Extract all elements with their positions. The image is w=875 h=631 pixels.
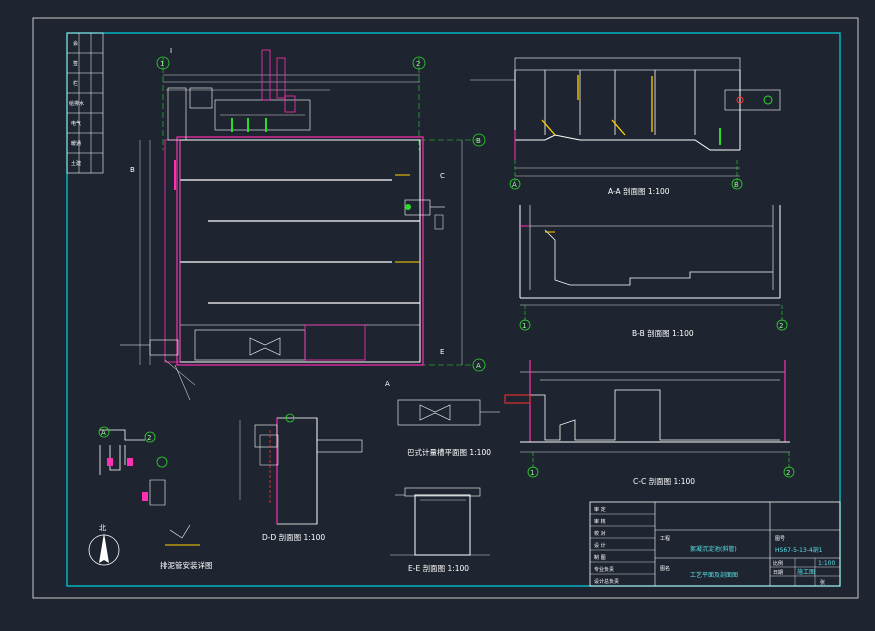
caption-bb: B-B 剖面图 1:100 <box>632 328 694 338</box>
tb-row-1: 审 核 <box>594 518 606 525</box>
revision-cell-3: 给排水 <box>69 100 84 107</box>
parshall-flume-plan: 巴式计量槽平面图 1:100 <box>397 399 500 457</box>
caption-ee: E-E 剖面图 1:100 <box>408 563 469 573</box>
section-mark-c: C <box>440 172 445 180</box>
revision-cell-5: 暖通 <box>71 140 81 147</box>
aa-axis-a: A <box>512 181 517 189</box>
aa-axis-b: B <box>734 181 739 189</box>
tb-row-3: 设 计 <box>594 542 606 549</box>
revision-cell-6: 土建 <box>71 160 81 167</box>
section-mark-b: B <box>130 166 135 174</box>
tb-drawing-no-label: 图号 <box>775 536 785 542</box>
tank-wall-outline <box>176 136 424 366</box>
axis-bubble-2 <box>412 56 426 70</box>
tb-date-value: 施工图 <box>797 568 815 576</box>
revision-cell-1: 签 <box>73 60 78 67</box>
section-mark-e: E <box>440 348 444 356</box>
bb-axis-1: 1 <box>522 322 526 330</box>
tb-sheet-title: 工艺平面及剖面图 <box>690 571 738 579</box>
revision-cell-0: 会 <box>73 40 78 47</box>
section-dd: D-D 剖面图 1:100 <box>239 413 363 542</box>
tb-unit-name: 絮凝沉淀池(斜管) <box>690 545 737 553</box>
axis-bubble-1 <box>156 56 170 70</box>
section-aa: A B A-A 剖面图 1:100 <box>470 57 781 196</box>
tb-row-6: 设计总负责 <box>594 578 619 585</box>
pipe-detail: A 2 排泥管安装详图 <box>98 426 213 570</box>
axis-label-b: B <box>476 137 481 145</box>
caption-plan-small: 巴式计量槽平面图 1:100 <box>407 447 491 457</box>
tb-scale-label: 比例 <box>773 560 783 567</box>
tb-name-label: 图名 <box>660 565 670 572</box>
north-label: 北 <box>99 524 106 532</box>
cc-axis-1: 1 <box>530 469 534 477</box>
tb-date-label: 日期 <box>773 570 783 576</box>
section-mark-i: I <box>170 47 172 55</box>
axis-bubble-b <box>472 133 486 147</box>
north-arrow: 北 <box>88 524 120 566</box>
section-cc: 1 2 C-C 剖面图 1:100 <box>504 360 795 486</box>
axis-label-a: A <box>476 362 481 370</box>
title-block: 审 定 审 核 校 对 设 计 制 图 专业负责 设计总负责 工程 絮凝沉淀池(… <box>589 501 841 587</box>
axis-label-2: 2 <box>416 60 420 68</box>
caption-aa: A-A 剖面图 1:100 <box>608 186 670 196</box>
pipe-axis-2: 2 <box>147 434 151 442</box>
bb-axis-2: 2 <box>779 322 783 330</box>
cc-axis-2: 2 <box>786 469 790 477</box>
caption-dd: D-D 剖面图 1:100 <box>262 532 325 542</box>
tb-row-4: 制 图 <box>594 554 606 561</box>
revision-cell-2: 栏 <box>73 80 78 87</box>
pipe-axis-a: A <box>101 429 106 437</box>
revision-table: 会 签 栏 给排水 电气 暖通 土建 <box>66 32 104 174</box>
revision-cell-4: 电气 <box>71 120 81 127</box>
caption-cc: C-C 剖面图 1:100 <box>633 476 695 486</box>
caption-pipe-detail: 排泥管安装详图 <box>160 560 213 570</box>
tb-sheet-label: 张 <box>820 579 825 586</box>
tb-scale-value: 1:100 <box>818 560 835 567</box>
tb-project-label: 工程 <box>660 535 670 542</box>
axis-bubble-a <box>472 358 486 372</box>
section-mark-a: A <box>385 380 390 388</box>
plan-view: 1 2 B A <box>120 47 486 401</box>
tb-row-5: 专业负责 <box>594 566 614 573</box>
tb-row-2: 校 对 <box>594 530 606 537</box>
axis-label-1: 1 <box>160 60 164 68</box>
section-bb: 1 2 B-B 剖面图 1:100 <box>519 205 788 338</box>
section-ee: E-E 剖面图 1:100 <box>390 487 490 573</box>
tb-row-0: 审 定 <box>594 506 606 513</box>
inner-frame <box>66 32 841 587</box>
outer-frame <box>32 17 859 599</box>
tb-drawing-no: HS67-5-13-4剖1 <box>775 546 823 554</box>
